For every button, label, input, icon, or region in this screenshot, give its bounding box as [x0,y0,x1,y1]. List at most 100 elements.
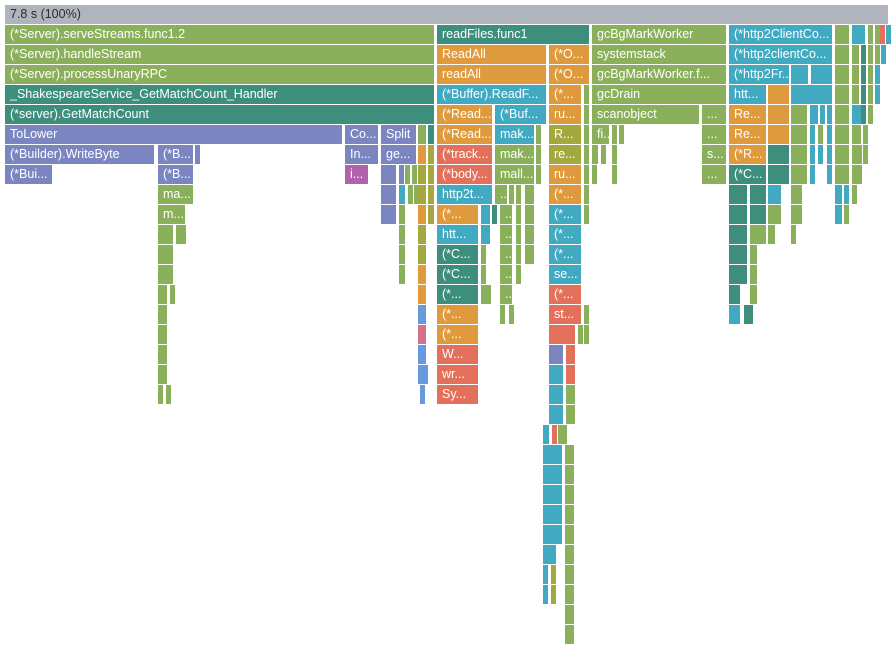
flame-frame[interactable] [791,185,803,205]
flame-frame[interactable] [543,565,549,585]
flame-frame[interactable] [729,185,748,205]
flame-frame-bui[interactable]: (*Bui... [5,165,53,185]
flame-frame[interactable] [486,285,492,305]
flame-frame[interactable] [880,25,886,45]
flame-frame[interactable] [811,65,833,85]
flame-frame[interactable] [525,245,535,265]
flame-frame[interactable] [844,185,850,205]
flame-frame[interactable] [418,145,427,165]
flame-frame[interactable] [835,45,850,65]
flame-frame-readall[interactable]: ReadAll [437,45,547,65]
flame-frame[interactable] [381,205,397,225]
flame-frame[interactable] [565,505,575,525]
flame-frame[interactable] [399,165,405,185]
flame-frame[interactable] [835,185,843,205]
flame-frame[interactable] [551,565,557,585]
flame-frame-read[interactable]: (*Read... [437,105,493,125]
flame-frame[interactable] [543,505,563,525]
flame-frame[interactable] [791,125,808,145]
flame-frame[interactable] [881,45,887,65]
flame-frame[interactable] [729,225,748,245]
flame-frame[interactable] [768,145,790,165]
flame-frame[interactable] [549,385,564,405]
flame-frame[interactable] [835,165,850,185]
flame-frame[interactable] [886,25,892,45]
flame-frame-[interactable]: (*... [549,225,582,245]
flame-frame[interactable] [857,165,863,185]
flame-frame-[interactable]: (*... [437,205,479,225]
flame-frame[interactable] [566,345,576,365]
flame-frame-o[interactable]: (*O... [549,65,590,85]
flame-frame[interactable] [516,225,522,245]
flame-frame[interactable] [810,145,816,165]
flame-frame-server-handlestream[interactable]: (*Server).handleStream [5,45,435,65]
flame-frame[interactable] [543,445,563,465]
flame-frame[interactable] [549,405,564,425]
flame-frame[interactable] [509,185,515,205]
flame-frame-buf[interactable]: (*Buf... [495,105,547,125]
flame-frame[interactable] [399,265,406,285]
flame-frame-[interactable]: ... [702,125,727,145]
flame-frame[interactable] [584,185,590,205]
flame-frame-[interactable]: (*... [437,305,479,325]
flame-frame[interactable] [791,105,808,125]
flame-frame-re[interactable]: re... [549,145,582,165]
flame-frame-m[interactable]: m... [158,205,186,225]
flame-frame[interactable] [565,585,575,605]
flame-frame[interactable] [868,85,874,105]
flame-frame-http2clientco[interactable]: (*http2ClientCo... [729,25,833,45]
flame-frame[interactable] [408,185,414,205]
flame-frame[interactable] [381,185,397,205]
flame-frame[interactable] [543,465,563,485]
flame-frame-ge[interactable]: ge... [381,145,417,165]
flame-frame-read[interactable]: (*Read... [437,125,493,145]
flame-frame-systemstack[interactable]: systemstack [592,45,727,65]
flame-frame[interactable] [158,265,174,285]
flame-frame[interactable] [536,145,542,165]
flame-frame[interactable] [827,145,833,165]
flame-frame[interactable] [399,185,406,205]
flame-frame[interactable] [868,105,874,125]
flame-frame[interactable] [584,305,590,325]
flame-frame-scanobject[interactable]: scanobject [592,105,700,125]
flame-frame[interactable] [601,145,607,165]
flame-frame[interactable] [584,85,590,105]
flame-frame[interactable] [418,305,427,325]
flame-frame[interactable] [481,245,487,265]
flame-frame[interactable] [428,205,435,225]
flame-frame-[interactable]: ... [500,265,513,285]
flame-frame[interactable] [612,145,618,165]
flame-frame[interactable] [166,385,172,405]
flame-frame-tolower[interactable]: ToLower [5,125,343,145]
flame-frame[interactable] [861,65,867,85]
flame-frame-split[interactable]: Split [381,125,417,145]
flame-frame-[interactable]: (*... [549,185,582,205]
flame-frame[interactable] [584,105,590,125]
flame-frame-[interactable]: ... [500,225,513,245]
flame-frame[interactable] [565,605,575,625]
flame-frame[interactable] [875,65,881,85]
flame-frame-body[interactable]: (*body... [437,165,493,185]
flame-frame-w[interactable]: W... [437,345,479,365]
flame-frame[interactable] [791,145,808,165]
flame-frame[interactable] [612,165,618,185]
flame-frame[interactable] [418,185,427,205]
flame-frame[interactable] [549,345,564,365]
flame-frame[interactable] [868,65,874,85]
flame-frame[interactable] [543,485,563,505]
flame-frame[interactable] [852,45,860,65]
flame-frame[interactable] [543,585,549,605]
flame-frame[interactable] [399,225,406,245]
flame-frame[interactable] [592,145,599,165]
flame-frame[interactable] [791,225,797,245]
flame-frame[interactable] [500,305,506,325]
flame-frame[interactable] [158,385,164,405]
flame-frame[interactable] [158,305,168,325]
flame-frame-sy[interactable]: Sy... [437,385,479,405]
flame-frame[interactable] [170,285,176,305]
flame-frame[interactable] [818,145,824,165]
flame-frame[interactable] [420,385,426,405]
flame-frame-[interactable]: (*... [549,285,582,305]
flame-frame[interactable] [195,145,201,165]
